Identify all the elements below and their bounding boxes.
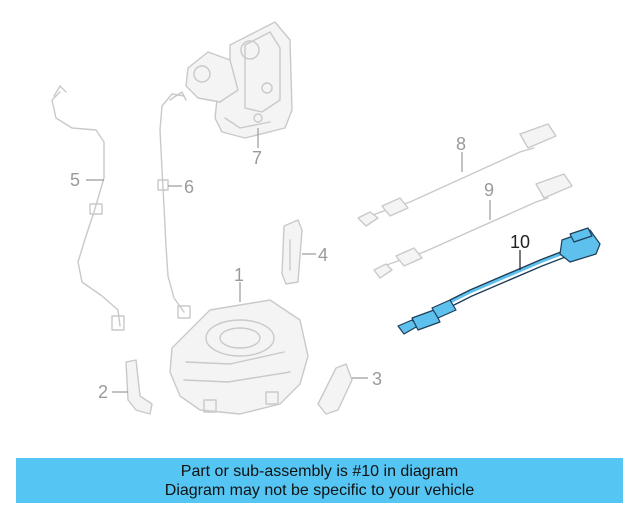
callout-2: 2 bbox=[98, 382, 108, 402]
part-4-bracket bbox=[281, 219, 303, 285]
banner-line-2: Diagram may not be specific to your vehi… bbox=[164, 481, 475, 499]
callout-3: 3 bbox=[372, 369, 382, 389]
part-5-hose bbox=[51, 85, 125, 331]
part-2-clip bbox=[125, 359, 153, 415]
part-3-bracket bbox=[317, 363, 353, 415]
callout-8: 8 bbox=[456, 134, 466, 154]
part-1-housing bbox=[169, 299, 309, 415]
part-10-oxygen-sensor[interactable] bbox=[397, 227, 601, 335]
callout-9: 9 bbox=[484, 180, 494, 200]
part-8-sensor bbox=[357, 123, 557, 227]
info-banner: Part or sub-assembly is #10 in diagram D… bbox=[16, 458, 623, 503]
callout-1: 1 bbox=[234, 265, 244, 285]
part-9-sensor bbox=[373, 173, 573, 279]
banner-line-1: Part or sub-assembly is #10 in diagram bbox=[180, 462, 459, 480]
callout-5: 5 bbox=[70, 170, 80, 190]
callout-10: 10 bbox=[510, 232, 530, 252]
callout-4: 4 bbox=[318, 245, 328, 265]
callout-6: 6 bbox=[184, 177, 194, 197]
callout-7: 7 bbox=[252, 148, 262, 168]
parts-diagram: 7 5 6 4 1 2 3 bbox=[51, 21, 601, 415]
part-7-bracket-assembly bbox=[185, 21, 293, 139]
part-6-pipe bbox=[157, 91, 191, 319]
